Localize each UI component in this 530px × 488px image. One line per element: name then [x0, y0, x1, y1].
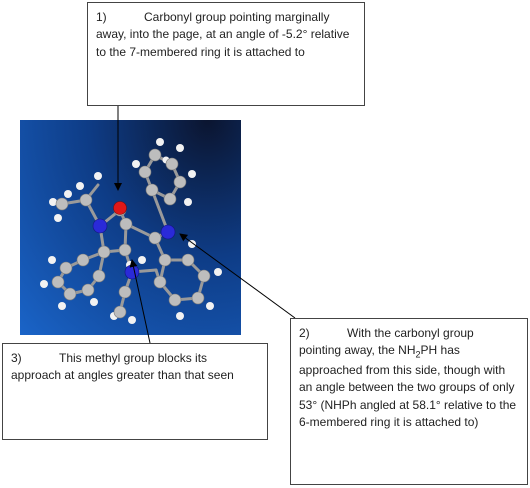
- callout-text-end: PH has approached from this side, though…: [299, 343, 517, 429]
- callout-nhph-approach: 2)With the carbonyl group pointing away,…: [290, 318, 528, 485]
- callout-text-start: With the carbonyl group pointing away, t…: [299, 326, 474, 358]
- callout-text: This methyl group blocks its approach at…: [11, 351, 234, 383]
- callout-text: Carbonyl group pointing marginally away,…: [96, 10, 350, 59]
- callout-methyl: 3)This methyl group blocks its approach …: [2, 343, 268, 440]
- molecule-render: [20, 120, 241, 335]
- callout-number: 2): [299, 326, 310, 340]
- callout-number: 1): [96, 10, 107, 24]
- molecule-ball-and-stick: [40, 138, 222, 324]
- callout-number: 3): [11, 351, 22, 365]
- subscript: 2: [415, 349, 421, 360]
- callout-carbonyl: 1)Carbonyl group pointing marginally awa…: [87, 2, 365, 106]
